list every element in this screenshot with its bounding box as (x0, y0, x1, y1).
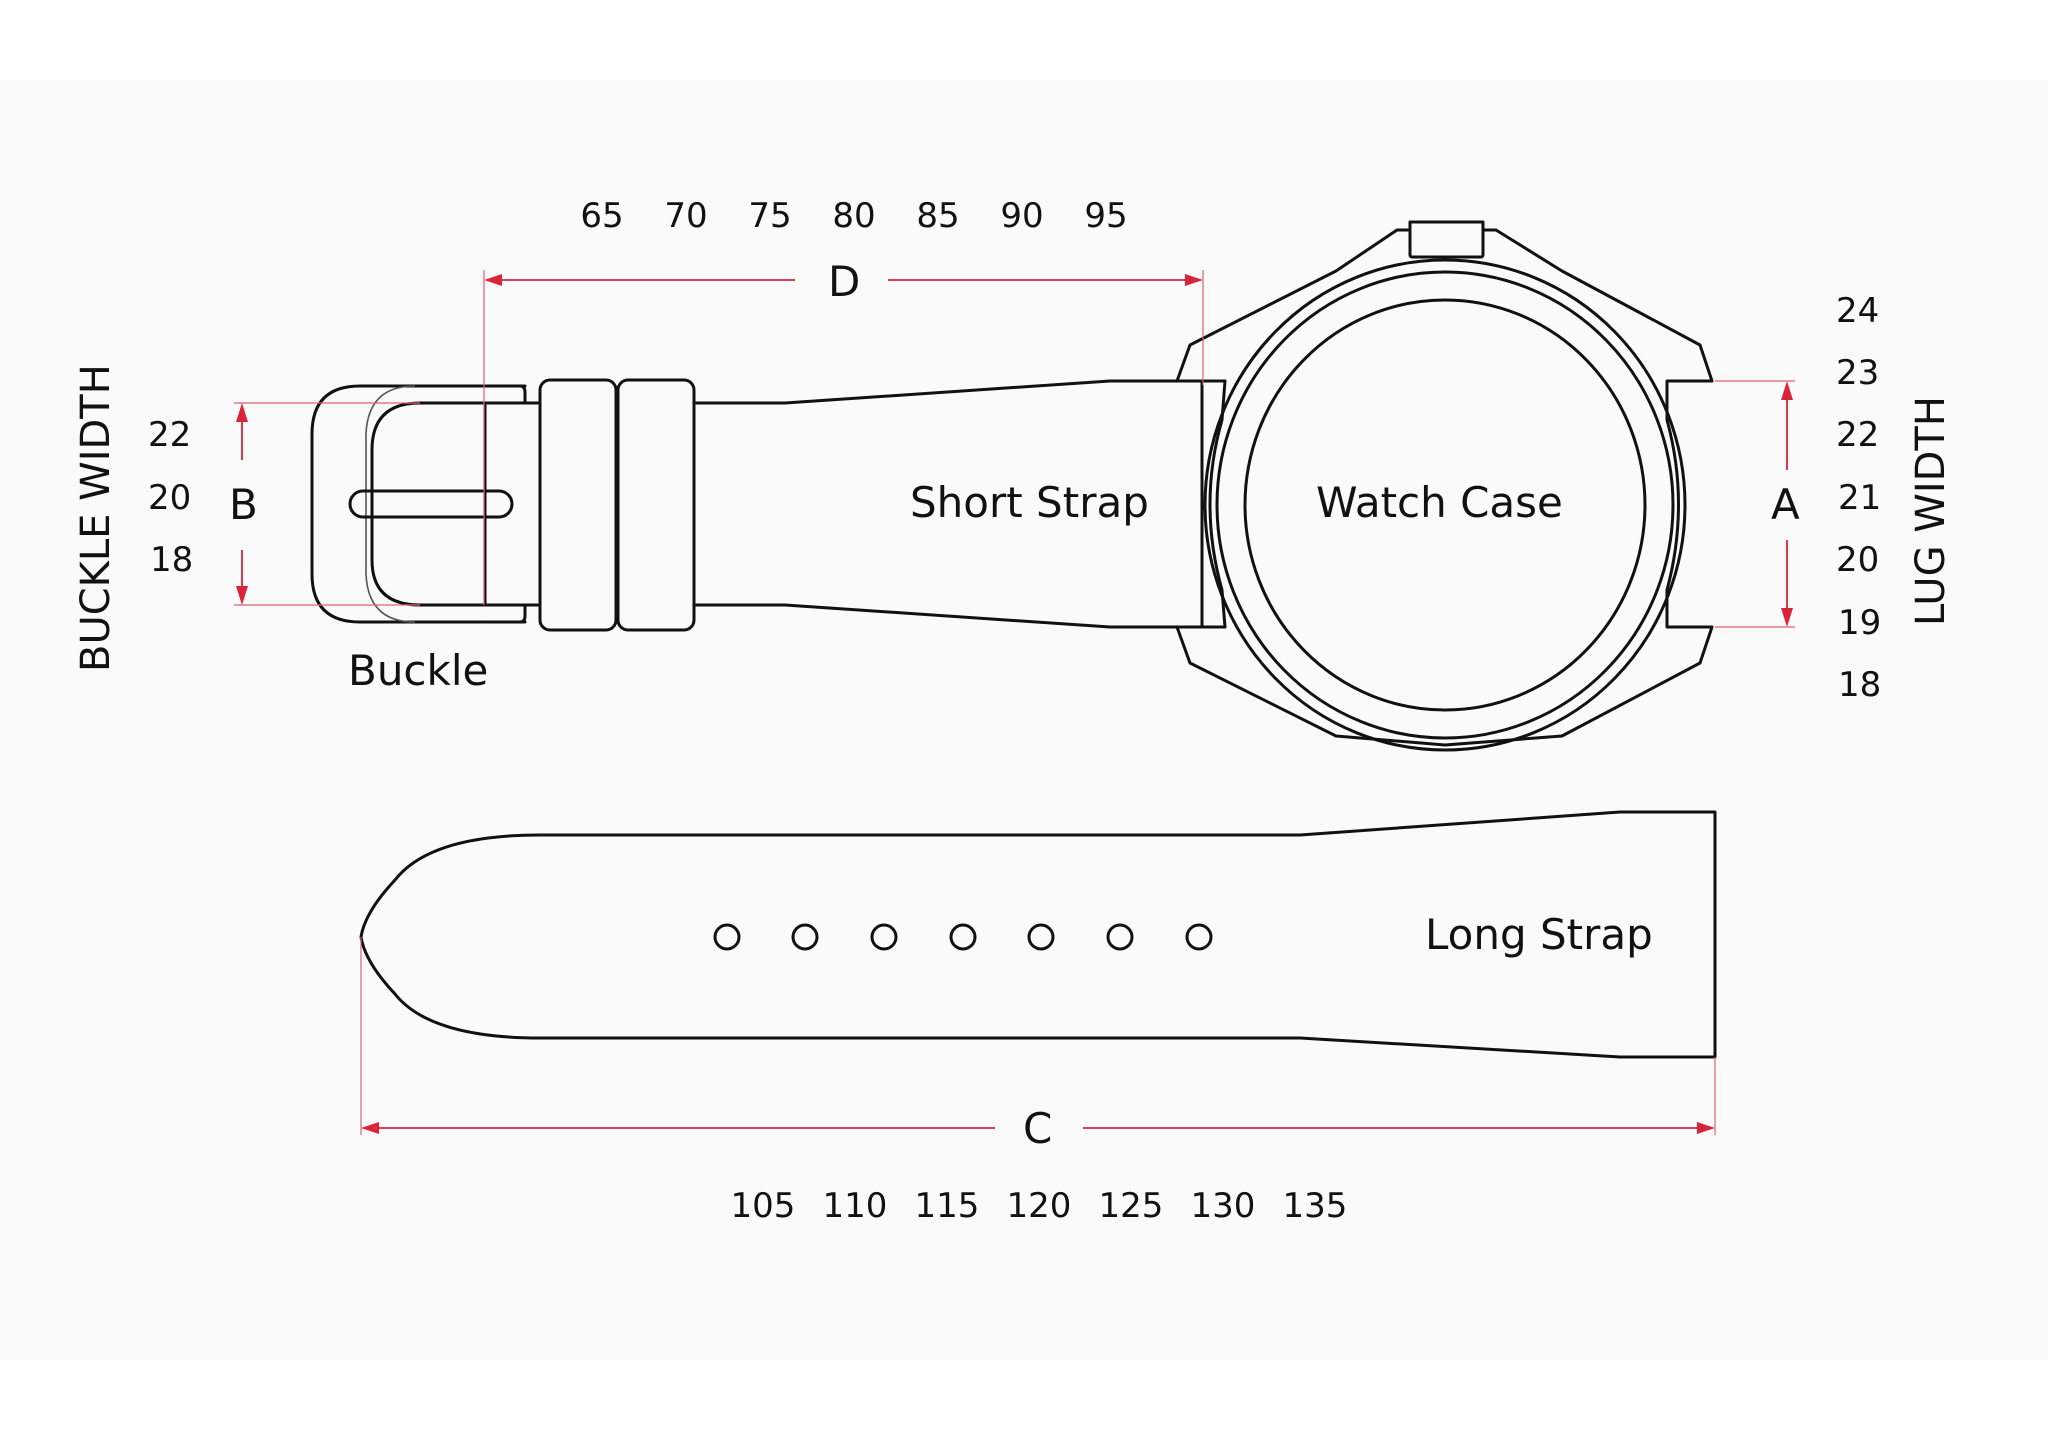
strap-holes (713, 923, 1213, 951)
dimension-d-letter: D (828, 257, 861, 306)
scale-d-value: 75 (748, 196, 792, 236)
long-strap-label: Long Strap (1425, 910, 1653, 959)
scale-a-value: 22 (1836, 415, 1880, 455)
scale-b-value: 18 (150, 540, 194, 580)
dimension-c (360, 937, 1716, 1135)
scale-a-value: 24 (1836, 291, 1880, 331)
buckle-width-label: BUCKLE WIDTH (73, 364, 119, 672)
dimension-d (483, 270, 1204, 605)
short-strap-label: Short Strap (910, 478, 1149, 527)
scale-d-value: 70 (664, 196, 708, 236)
short-strap-length-scale: 65 70 75 80 85 90 95 (560, 196, 1148, 236)
scale-d-value: 85 (916, 196, 960, 236)
scale-b-value: 20 (148, 478, 192, 518)
scale-d-value: 65 (580, 196, 624, 236)
scale-d-value: 90 (1000, 196, 1044, 236)
short-strap-drawing (692, 379, 1227, 629)
dimension-a-letter: A (1771, 480, 1800, 529)
buckle-drawing (310, 384, 542, 624)
watch-case-drawing (1175, 220, 1714, 752)
watch-case-label: Watch Case (1316, 478, 1563, 527)
buckle-label: Buckle (348, 646, 489, 695)
scale-d-value: 95 (1084, 196, 1128, 236)
scale-a-value: 19 (1838, 603, 1882, 643)
lug-width-label: LUG WIDTH (1908, 396, 1954, 626)
scale-c-value: 115 (914, 1186, 980, 1226)
dimension-a (1715, 380, 1795, 628)
scale-d-value: 80 (832, 196, 876, 236)
long-strap-length-scale: 105 110 115 120 125 130 135 (717, 1186, 1361, 1226)
scale-a-value: 20 (1836, 540, 1880, 580)
scale-c-value: 120 (1006, 1186, 1072, 1226)
diagram-background (0, 80, 2048, 1360)
scale-a-value: 23 (1836, 353, 1880, 393)
scale-c-value: 110 (822, 1186, 888, 1226)
dimension-b-letter: B (229, 480, 258, 529)
scale-c-value: 135 (1282, 1186, 1348, 1226)
scale-c-value: 130 (1190, 1186, 1256, 1226)
scale-c-value: 125 (1098, 1186, 1164, 1226)
scale-c-value: 105 (730, 1186, 796, 1226)
scale-a-value: 21 (1838, 478, 1882, 518)
dimension-b (234, 402, 420, 606)
scale-b-value: 22 (148, 415, 192, 455)
scale-a-value: 18 (1838, 665, 1882, 705)
dimension-c-letter: C (1023, 1104, 1053, 1153)
strap-keepers (538, 378, 696, 632)
